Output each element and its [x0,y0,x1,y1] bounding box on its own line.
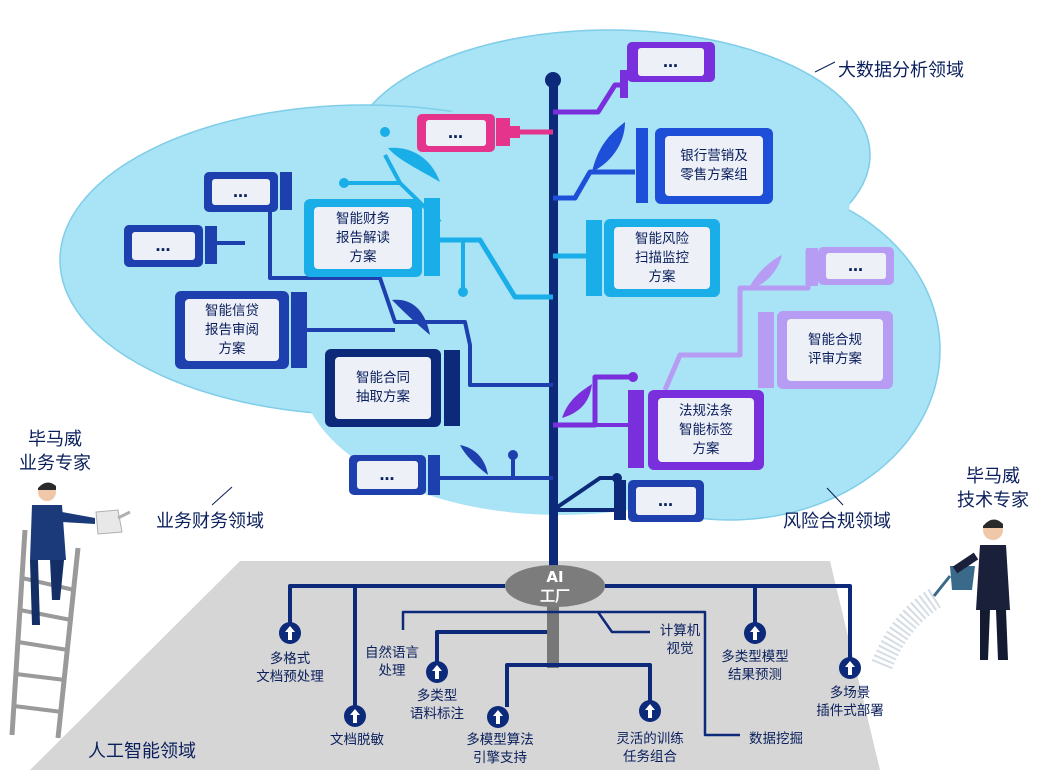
domain-label-risk-compliance: 风险合规领域 [783,511,891,532]
business-expert-figure [9,482,131,739]
business-expert-label: 毕马威 业务专家 [19,429,91,474]
capability-data-mining: 数据挖掘 [749,731,803,747]
root-network [288,584,852,737]
domain-leader-lines [211,61,844,506]
technical-expert-label: 毕马威 技术专家 [957,466,1029,511]
placeholder-card-pink: … [448,124,464,142]
solution-card-bank-marketing: 银行营销及零售方案组 [680,148,748,183]
placeholder-card-bottom-right: … [658,492,674,510]
capability-arrow-icons [279,622,861,728]
solution-card-financial-report: 智能财务报告解读方案 [336,210,390,265]
solution-card-frames [124,42,894,522]
capability-multi-format: 多格式文档预处理 [256,651,324,685]
placeholder-card-left: … [155,237,172,255]
solution-card-risk-scan: 智能风险扫描监控方案 [635,230,689,285]
solution-card-regulation-tagging: 法规法条智能标签方案 [679,402,733,457]
decorative-leaves [388,122,782,475]
domain-label-big-data: 大数据分析领域 [838,60,964,81]
technical-expert-figure [871,519,1010,670]
capability-model-prediction: 多类型模型结果预测 [721,649,789,683]
ai-factory-label: AI 工厂 [539,568,570,605]
capability-nlp: 自然语言处理 [365,645,419,679]
solution-card-compliance-review: 智能合规评审方案 [808,332,862,367]
placeholder-card-lavender: … [848,257,864,275]
domain-label-ai: 人工智能领域 [88,741,196,762]
solution-card-contract: 智能合同抽取方案 [356,370,410,405]
placeholder-card-purple: … [663,53,679,71]
solution-card-credit-report: 智能信贷报告审阅方案 [205,302,259,357]
placeholder-card-bottom-left: … [379,466,396,484]
capability-training: 灵活的训练任务组合 [616,731,684,765]
capability-corpus: 多类型语料标注 [410,688,464,722]
capability-algorithm: 多模型算法引擎支持 [466,732,534,766]
capability-cv: 计算机视觉 [659,623,701,657]
domain-label-business-finance: 业务财务领域 [156,511,264,532]
capability-desensitize: 文档脱敏 [330,732,384,748]
placeholder-card-top-left: … [233,183,249,201]
ai-factory-hub [505,565,605,607]
capability-deployment: 多场景插件式部署 [816,685,884,719]
tree-trunk [549,80,558,580]
